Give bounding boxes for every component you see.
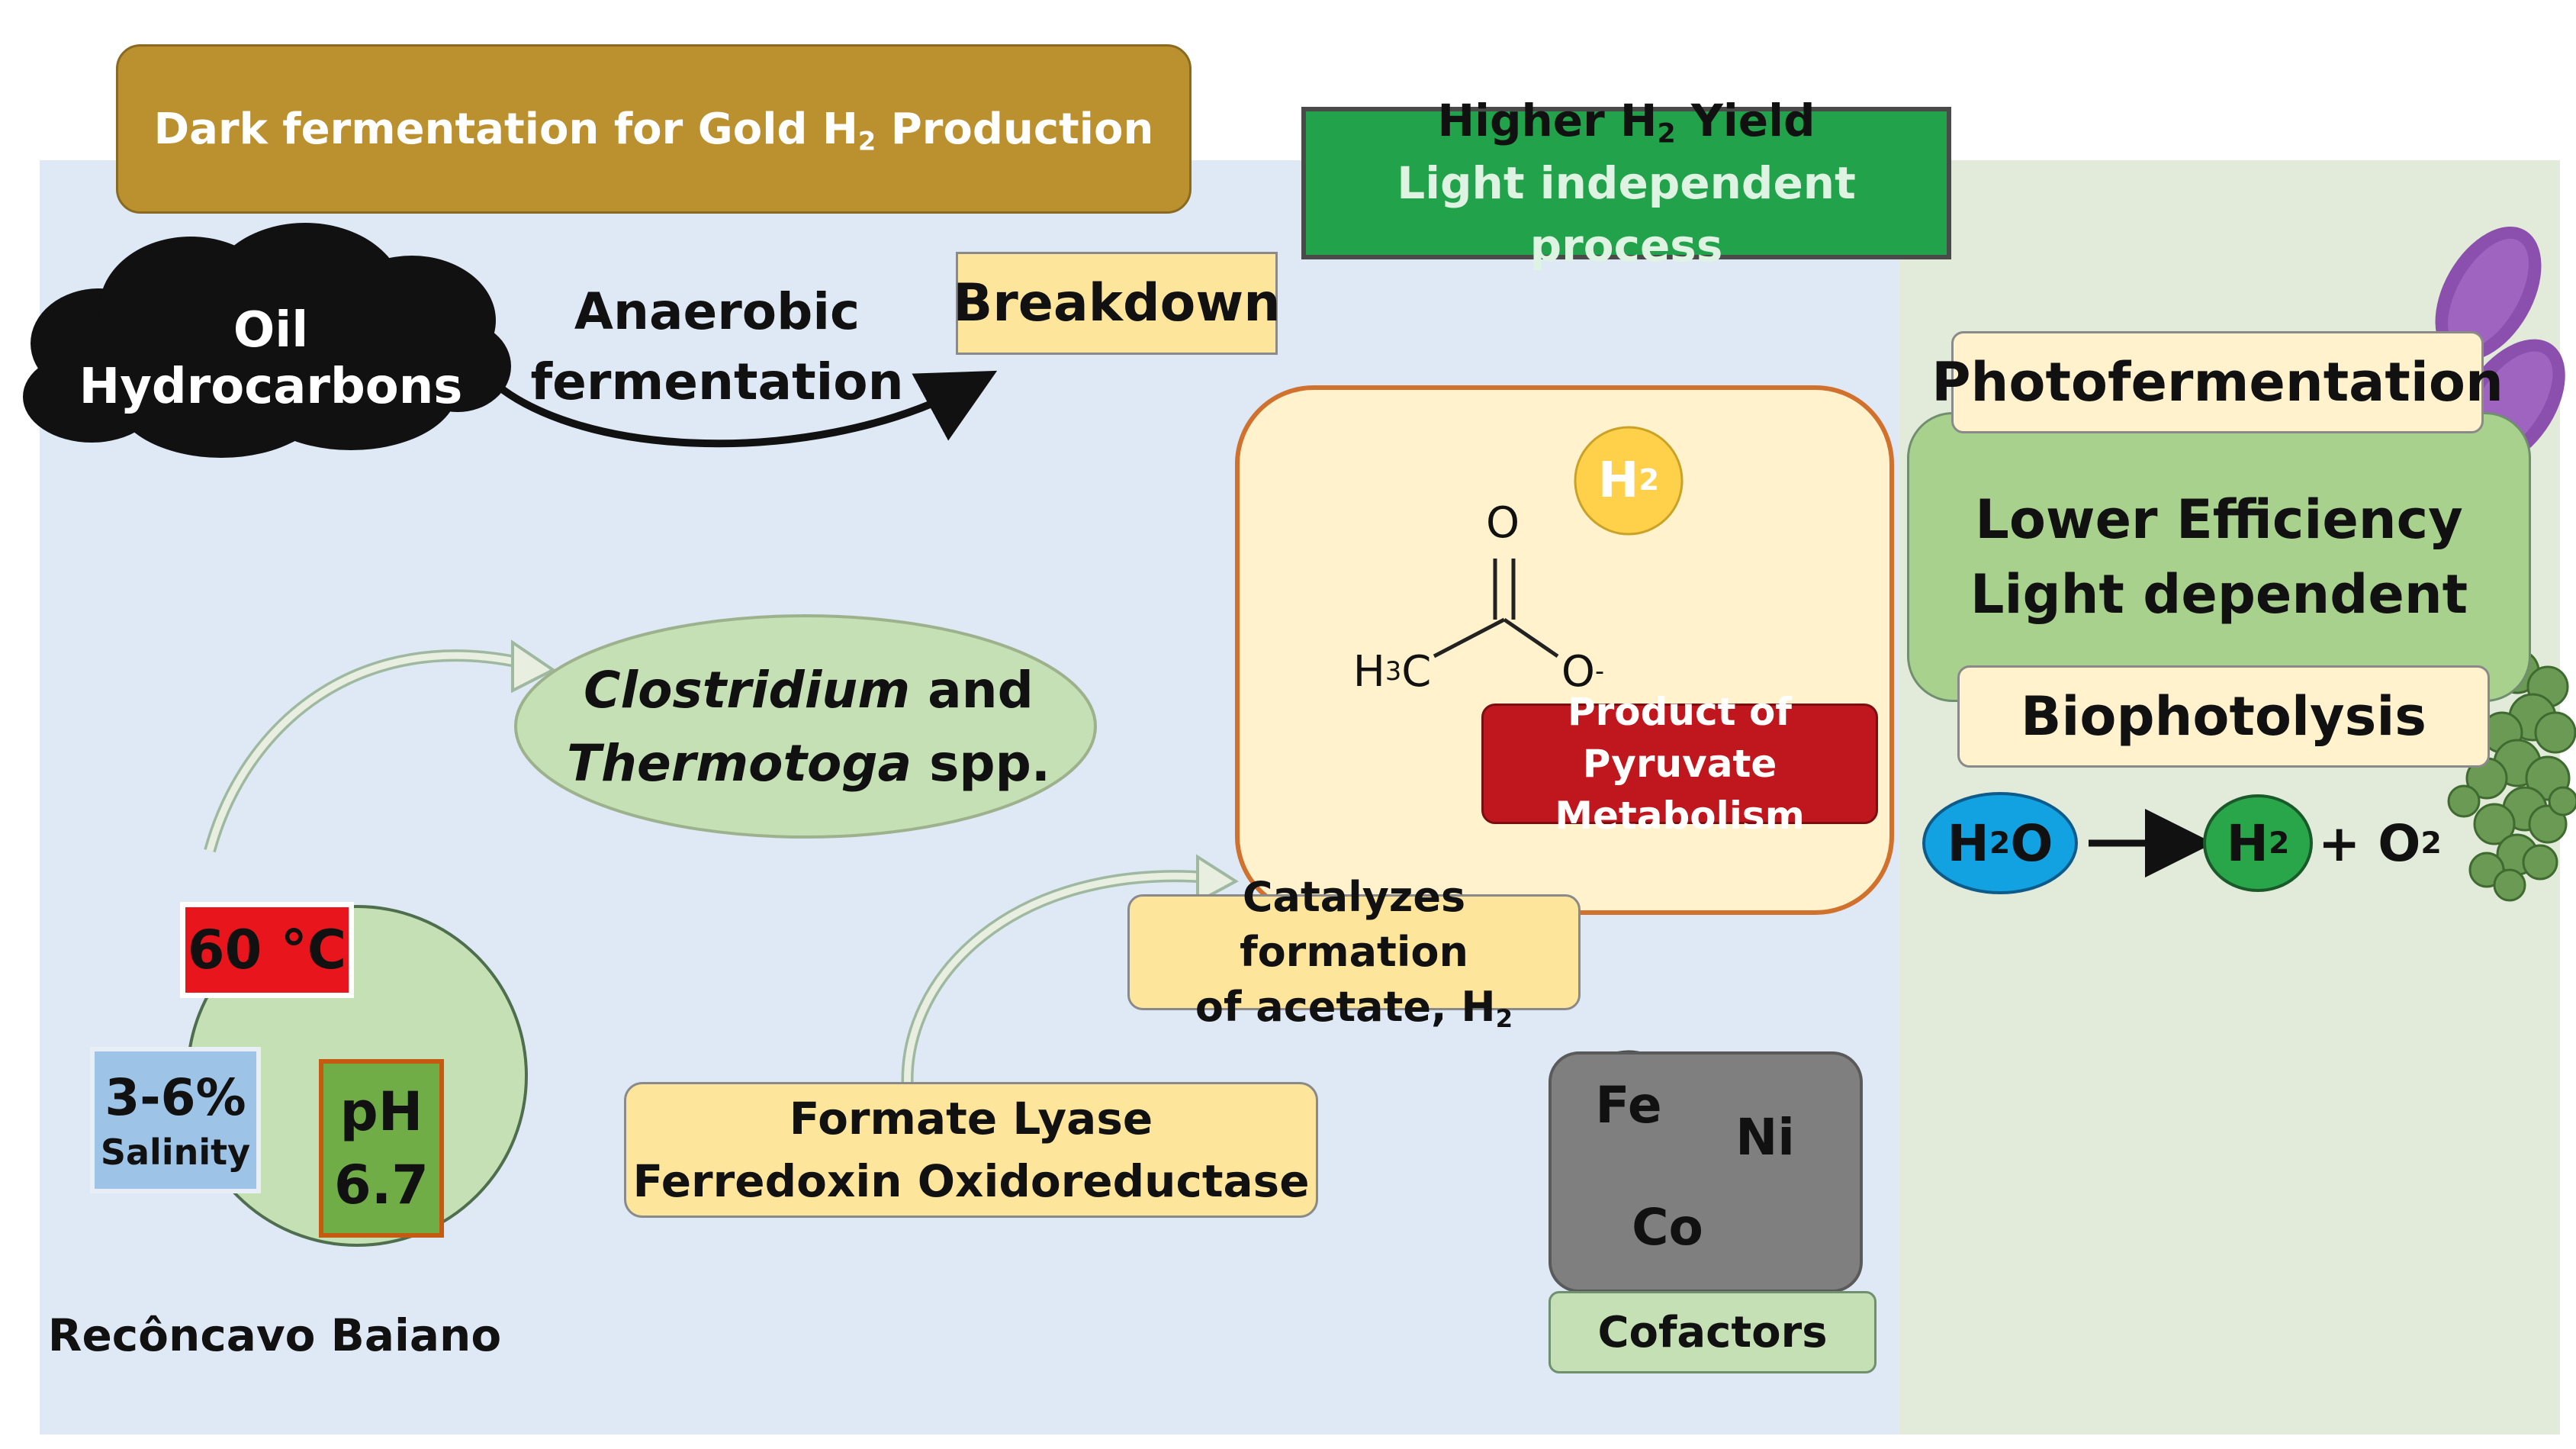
ni-label: Ni	[1735, 1107, 1795, 1167]
pyruvate-product-box: Product of Pyruvate Metabolism	[1481, 690, 1878, 838]
anaerobic-text: Anaerobic	[574, 282, 860, 341]
acetate-structure	[1433, 559, 1559, 658]
cloud-shape	[23, 223, 511, 458]
h2-gas-circle	[1574, 426, 1684, 536]
atom-o-top: O	[1485, 497, 1520, 548]
catalyzes-line2: of acetate, H2	[1195, 983, 1513, 1034]
anaerobic-fermentation-label: Anaerobic fermentation	[530, 275, 903, 420]
cyanobacteria-icon	[2447, 649, 2576, 902]
salinity-label: Salinity	[100, 1131, 251, 1173]
oil-hydrocarbons-label: Oil Hydrocarbons	[79, 302, 463, 415]
water-circle	[1922, 792, 2078, 894]
enzymes-to-catalyzes-arrowhead	[1196, 854, 1239, 905]
enzymes-box: Formate Lyase Ferredoxin Oxidoreductase	[624, 1082, 1318, 1218]
temperature-badge: 60 °C	[180, 902, 354, 998]
biophotolysis-label: Biophotolysis	[1957, 665, 2490, 768]
photo-green-box: Lower Efficiency Light dependent	[1907, 412, 2531, 702]
organisms-ellipse	[514, 614, 1097, 839]
co-label: Co	[1632, 1197, 1703, 1257]
salinity-badge: 3-6% Salinity	[90, 1047, 261, 1193]
h2-product-circle	[2203, 794, 2313, 892]
thermotoga-text: Thermotoga	[567, 733, 912, 793]
conditions-to-organisms-arrowhead	[511, 639, 556, 694]
location-label: Recôncavo Baiano	[47, 1309, 502, 1361]
salinity-value: 3-6%	[105, 1067, 246, 1127]
photofermentation-label: Photofermentation	[1931, 331, 2504, 433]
ph-label: pH	[339, 1080, 423, 1143]
catalyzes-box: Catalyzes formation of acetate, H2	[1127, 873, 1581, 1031]
organisms-line1: Clostridium and	[584, 660, 1034, 720]
fermentation-arrow	[474, 362, 998, 448]
atom-o-minus: O-	[1561, 646, 1605, 697]
benefits-box: Higher H2 Yield Light independent proces…	[1301, 95, 1951, 272]
organisms-line2: Thermotoga spp.	[567, 733, 1050, 793]
ferredoxin-text: Ferredoxin Oxidoreductase	[632, 1155, 1310, 1207]
ph-badge: pH 6.7	[319, 1059, 444, 1238]
breakdown-box: Breakdown	[953, 252, 1281, 355]
fermentation-text: fermentation	[530, 353, 904, 411]
light-dependent-text: Light dependent	[1970, 563, 2468, 626]
organisms-label: Clostridium and Thermotoga spp.	[549, 652, 1068, 801]
light-independent-text: Light independent process	[1397, 157, 1856, 272]
title-text: Dark fermentation for Gold H2 Production	[153, 104, 1154, 156]
catalyzes-line1: Catalyzes formation	[1240, 873, 1468, 976]
ph-value: 6.7	[333, 1154, 429, 1216]
lower-efficiency-text: Lower Efficiency	[1975, 488, 2463, 551]
clostridium-text: Clostridium	[584, 660, 911, 720]
title-banner: Dark fermentation for Gold H2 Production	[116, 44, 1192, 214]
cofactors-label: Cofactors	[1548, 1291, 1877, 1373]
fe-label: Fe	[1595, 1075, 1662, 1135]
formate-lyase-text: Formate Lyase	[789, 1093, 1153, 1145]
product-line1: Product of Pyruvate	[1567, 690, 1793, 786]
higher-yield-text: Higher H2 Yield	[1437, 95, 1815, 150]
product-line2: Metabolism	[1555, 794, 1805, 838]
cofactors-panel	[1548, 1051, 1863, 1293]
